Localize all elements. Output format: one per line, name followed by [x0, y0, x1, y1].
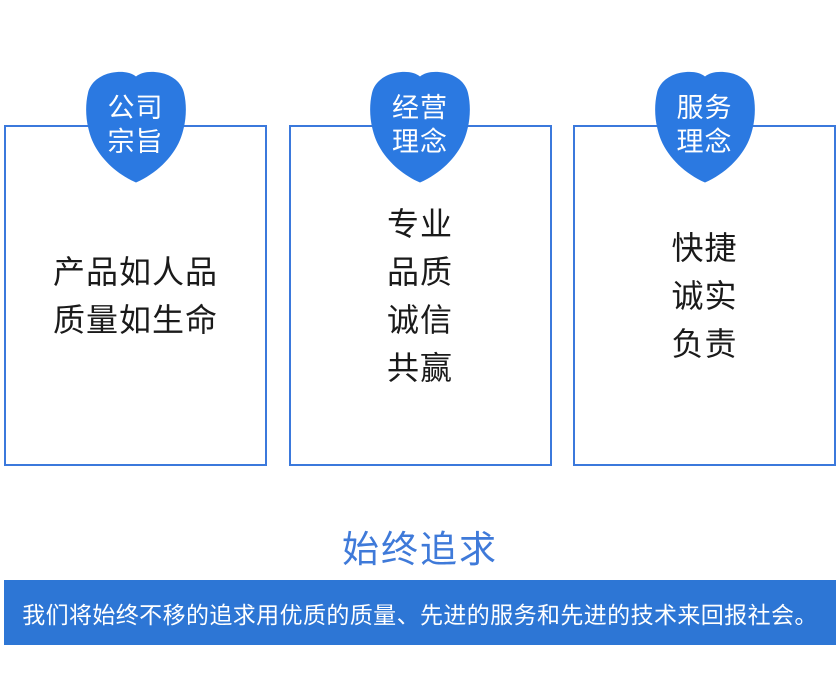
card-text-line: 专业	[386, 205, 453, 242]
badge-title-line: 经营	[392, 93, 448, 123]
slogan-banner: 我们将始终不移的追求用优质的质量、先进的服务和先进的技术来回报社会。	[4, 580, 836, 645]
slogan-text: 我们将始终不移的追求用优质的质量、先进的服务和先进的技术来回报社会。	[22, 601, 818, 628]
shield-badge: 服务 理念	[652, 70, 757, 186]
badge-title-line: 宗旨	[107, 127, 164, 157]
badge-title-line: 理念	[392, 127, 448, 157]
badge-title-line: 理念	[676, 127, 733, 157]
badge-title-line: 服务	[676, 93, 733, 123]
shield-badge: 公司 宗旨	[83, 70, 188, 186]
card-body: 快捷 诚实 负责	[671, 224, 737, 368]
section-heading: 始终追求	[342, 529, 498, 570]
badge-title-line: 公司	[107, 93, 164, 123]
cards-row: 公司 宗旨 产品如人品 质量如生命 经营 理念 专业	[4, 71, 836, 466]
card-service-philosophy: 服务 理念 快捷 诚实 负责	[573, 71, 836, 466]
company-philosophy-section: 公司 宗旨 产品如人品 质量如生命 经营 理念 专业	[0, 71, 840, 688]
badge-title: 服务 理念	[652, 70, 757, 186]
badge-title: 公司 宗旨	[83, 70, 188, 186]
card-body: 专业 品质 诚信 共赢	[387, 200, 453, 392]
card-text-line: 诚实	[671, 277, 738, 314]
card-text-line: 共赢	[386, 349, 453, 386]
card-text-line: 产品如人品	[52, 253, 218, 290]
card-body: 产品如人品 质量如生命	[53, 248, 218, 344]
card-business-philosophy: 经营 理念 专业 品质 诚信 共赢	[288, 71, 552, 466]
card-text-line: 品质	[386, 253, 453, 290]
card-company-purpose: 公司 宗旨 产品如人品 质量如生命	[4, 71, 267, 466]
shield-icon	[370, 71, 470, 183]
shield-badge: 经营 理念	[368, 70, 473, 186]
card-text-line: 负责	[671, 325, 738, 362]
shield-icon	[654, 71, 755, 183]
card-text-line: 诚信	[386, 301, 453, 338]
card-text-line: 快捷	[671, 229, 738, 266]
card-text-line: 质量如生命	[52, 301, 218, 338]
shield-icon	[85, 71, 186, 183]
badge-title: 经营 理念	[368, 70, 473, 186]
